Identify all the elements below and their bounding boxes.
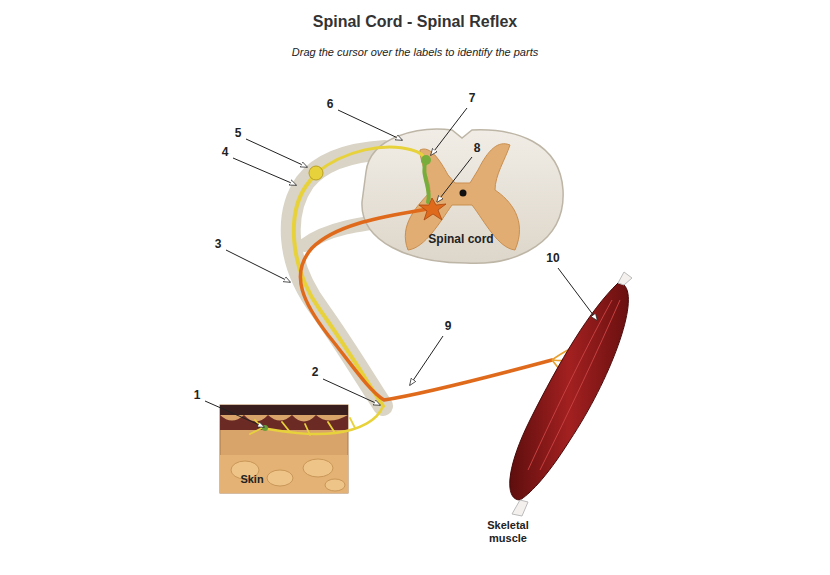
part-name: Skeletal muscle: [482, 519, 534, 544]
grey-matter: [405, 144, 519, 250]
part-name: Skin: [240, 473, 263, 486]
ganglion-cell-body: [309, 166, 323, 180]
callout-number: 6: [327, 98, 334, 112]
receptor: [262, 425, 268, 431]
interneuron: [421, 155, 431, 202]
callout-number: 2: [312, 366, 319, 380]
sensory-neuron: [250, 147, 426, 435]
skeletal-muscle: [510, 272, 632, 516]
leader-lines: [205, 108, 597, 427]
motor-neuron: [300, 198, 600, 400]
callout-number: 3: [215, 238, 222, 252]
instruction-note: Drag the cursor over the labels to ident…: [292, 46, 538, 59]
diagram-title: Spinal Cord - Spinal Reflex: [313, 13, 517, 31]
callout-number: 1: [194, 389, 201, 403]
callout-number: 8: [474, 142, 481, 156]
spinal-cord-section: [362, 129, 563, 263]
skin-block: [220, 405, 348, 493]
callout-number: 9: [445, 320, 452, 334]
central-canal: [460, 190, 467, 197]
part-name: Spinal cord: [428, 233, 493, 247]
callout-number: 10: [546, 252, 559, 266]
callout-number: 4: [222, 146, 229, 160]
callout-number: 5: [235, 127, 242, 141]
callout-number: 7: [469, 92, 476, 106]
